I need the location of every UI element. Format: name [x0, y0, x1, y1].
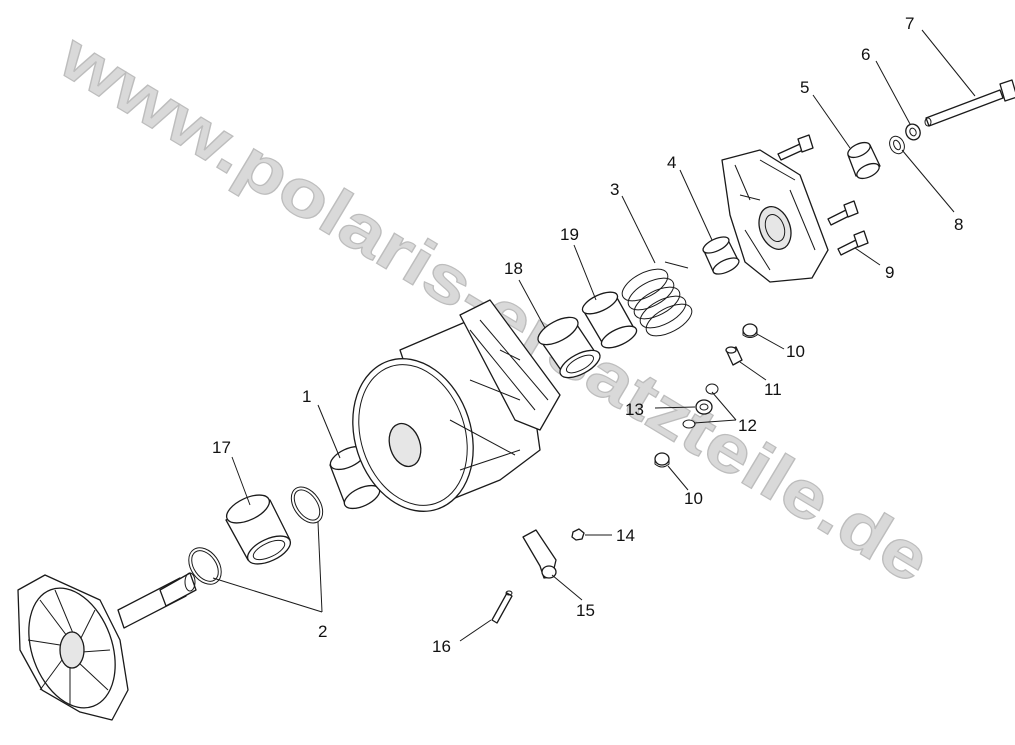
- callout-14: 14: [616, 526, 635, 545]
- callout-19: 19: [560, 225, 579, 244]
- callout-7: 7: [905, 14, 914, 33]
- bolt-9-top: [777, 134, 814, 161]
- weight-arm-15: [522, 529, 557, 579]
- callout-10-upper: 10: [786, 342, 805, 361]
- bushing-4: [702, 236, 740, 275]
- callout-12: 12: [738, 416, 757, 435]
- shaft-fan-part: [17, 572, 197, 721]
- callout-6: 6: [861, 45, 870, 64]
- bearing-18: [537, 316, 601, 379]
- bolt-9-lower: [837, 230, 869, 256]
- bolt-7: [924, 79, 1015, 127]
- callout-labels: 1 2 3 4 5 6 7 8 9 10 11 12 13 10 14 15 1…: [212, 14, 963, 656]
- callout-15: 15: [576, 601, 595, 620]
- spring-3: [621, 261, 693, 337]
- callout-5: 5: [800, 78, 809, 97]
- nut-14: [571, 528, 585, 541]
- callout-10-lower: 10: [684, 489, 703, 508]
- ring-2-lower: [188, 547, 222, 585]
- callout-9: 9: [885, 263, 894, 282]
- callout-3: 3: [610, 180, 619, 199]
- callout-17: 17: [212, 438, 231, 457]
- roller-13: [695, 399, 713, 415]
- clutch-sheave-part: [352, 299, 561, 512]
- callout-18: 18: [504, 259, 523, 278]
- washer-8: [889, 135, 905, 155]
- pin-16: [491, 590, 513, 624]
- callout-8: 8: [954, 215, 963, 234]
- bushing-5: [847, 141, 881, 180]
- callout-1: 1: [302, 387, 311, 406]
- ring-2-upper: [290, 486, 324, 524]
- bushing-19: [581, 291, 638, 349]
- cap-10-upper: [742, 323, 758, 338]
- pin-11: [725, 346, 743, 366]
- callout-16: 16: [432, 637, 451, 656]
- callout-13: 13: [625, 400, 644, 419]
- washer-6: [905, 123, 921, 141]
- washer-12-upper: [705, 383, 719, 395]
- callout-2: 2: [318, 622, 327, 641]
- bolt-9-middle: [827, 200, 859, 226]
- callout-4: 4: [667, 153, 676, 172]
- bushing-17: [225, 494, 292, 565]
- cap-10-lower: [654, 452, 670, 468]
- washer-12-lower: [682, 419, 696, 429]
- callout-11: 11: [764, 380, 782, 399]
- leader-lines: [212, 29, 976, 642]
- cover-plate-part: [721, 149, 829, 283]
